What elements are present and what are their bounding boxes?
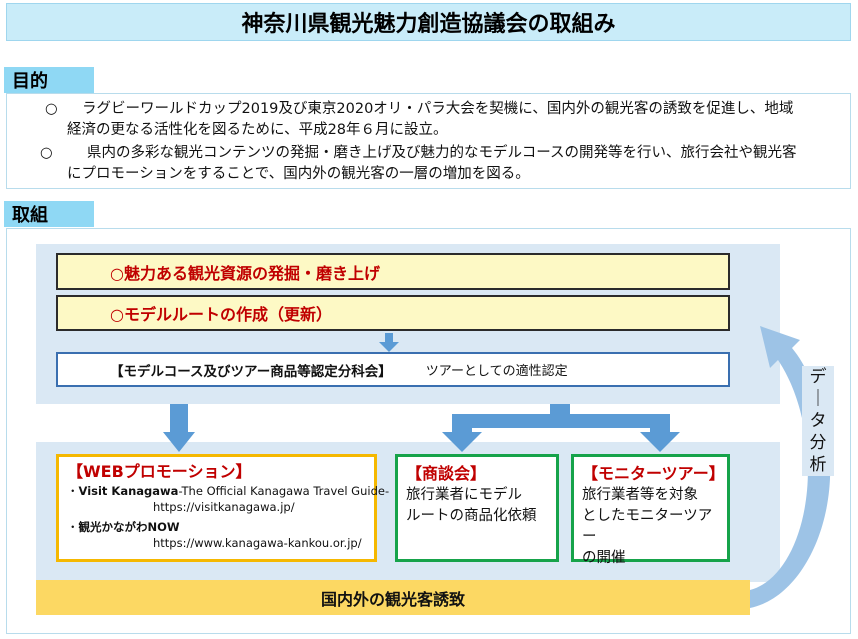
monitor-tour-text: 旅行業者等を対象	[582, 487, 698, 503]
bullet-dot: ・	[67, 520, 79, 534]
purpose-text-line: 県内の多彩な観光コンテンツの発掘・磨き上げ及び魅力的なモデルコースの開発等を行い…	[87, 145, 797, 161]
activity-discover-resources: ○魅力ある観光資源の発掘・磨き上げ	[56, 253, 730, 290]
bullet-circle: ○	[40, 145, 53, 161]
business-meeting-card: 【商談会】 旅行業者にモデル ルートの商品化依頼	[395, 454, 559, 562]
business-meeting-text: 旅行業者にモデル	[406, 487, 522, 503]
data-analysis-char: タ	[809, 411, 827, 431]
site-description: -The Official Kanagawa Travel Guide-	[178, 484, 390, 498]
purpose-box: ○ ラグビーワールドカップ2019及び東京2020オリ・パラ大会を契機に、国内外…	[6, 93, 851, 189]
data-analysis-char: 分	[809, 433, 827, 453]
bullet-circle: ○	[45, 101, 58, 117]
web-promotion-card: 【WEBプロモーション】 ・Visit Kanagawa-The Officia…	[56, 454, 389, 562]
page-title: 神奈川県観光魅力創造協議会の取組み	[6, 3, 851, 41]
monitor-tour-title: 【モニターツアー】	[582, 464, 725, 483]
site-name: 観光かながわNOW	[78, 520, 180, 534]
down-arrow-icon	[379, 333, 399, 352]
data-analysis-char: ｜	[809, 389, 827, 409]
purpose-section-label: 目的	[4, 67, 94, 93]
work-section-label: 取組	[4, 201, 94, 227]
purpose-text-line: 経済の更なる活性化を図るために、平成28年６月に設立。	[67, 122, 448, 138]
business-meeting-title: 【商談会】	[406, 464, 487, 483]
monitor-tour-card: 【モニターツアー】 旅行業者等を対象 としたモニターツアー の開催	[571, 454, 730, 566]
kankou-now-url[interactable]: https://www.kanagawa-kankou.or.jp/	[153, 536, 362, 550]
data-analysis-char: デ	[809, 367, 827, 387]
monitor-tour-text: としたモニターツアー	[582, 508, 713, 545]
down-arrow-icon	[163, 404, 195, 452]
data-analysis-label: デ ｜ タ 分 析	[802, 366, 834, 476]
business-meeting-text: ルートの商品化依頼	[406, 508, 537, 524]
purpose-text-line: ラグビーワールドカップ2019及び東京2020オリ・パラ大会を契機に、国内外の観…	[82, 101, 794, 117]
monitor-tour-text: の開催	[582, 550, 626, 566]
web-promotion-title: 【WEBプロモーション】	[67, 462, 252, 481]
committee-note: ツアーとしての適性認定	[425, 364, 568, 379]
data-analysis-char: 析	[809, 455, 827, 475]
web-item-visit-kanagawa: ・Visit Kanagawa-The Official Kanagawa Tr…	[67, 483, 389, 499]
purpose-text-line: にプロモーションをすることで、国内外の観光客の一層の増加を図る。	[67, 166, 530, 182]
visit-kanagawa-url[interactable]: https://visitkanagawa.jp/	[153, 500, 295, 514]
bullet-dot: ・	[67, 484, 79, 498]
activity-create-model-route: ○モデルルートの作成（更新）	[56, 295, 730, 331]
result-banner: 国内外の観光客誘致	[36, 580, 750, 615]
site-name: Visit Kanagawa	[78, 484, 179, 498]
committee-title: 【モデルコース及びツアー商品等認定分科会】	[110, 363, 392, 380]
branch-arrow-icon	[442, 404, 680, 452]
certification-committee-box: 【モデルコース及びツアー商品等認定分科会】 ツアーとしての適性認定	[56, 352, 730, 387]
web-item-kankou-now: ・観光かながわNOW	[67, 519, 366, 535]
